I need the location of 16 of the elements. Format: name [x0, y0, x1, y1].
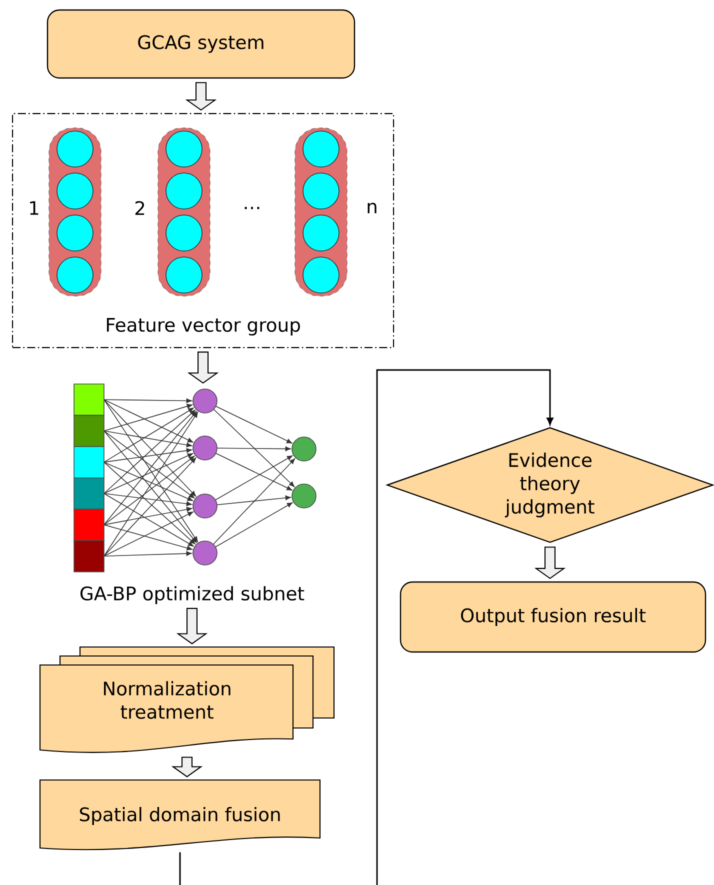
index-label: n: [368, 202, 376, 214]
block-arrow: [185, 82, 217, 111]
index-label: 1: [30, 201, 38, 215]
node-label: GA-BP optimized subnet: [80, 586, 304, 604]
arrow: [376, 369, 554, 885]
block-arrow: [176, 608, 208, 644]
index-label: 2: [135, 201, 144, 215]
block-arrow: [534, 546, 566, 580]
document-stack: Normalization treatment: [39, 646, 335, 753]
ellipsis: …: [244, 206, 260, 210]
block-arrow: [187, 352, 219, 384]
block-arrow: [171, 756, 203, 778]
connector-line: [179, 852, 181, 885]
process-box: GCAG system: [46, 9, 356, 79]
process-box: Output fusion result: [400, 581, 706, 653]
document-box: Spatial domain fusion: [39, 779, 321, 850]
